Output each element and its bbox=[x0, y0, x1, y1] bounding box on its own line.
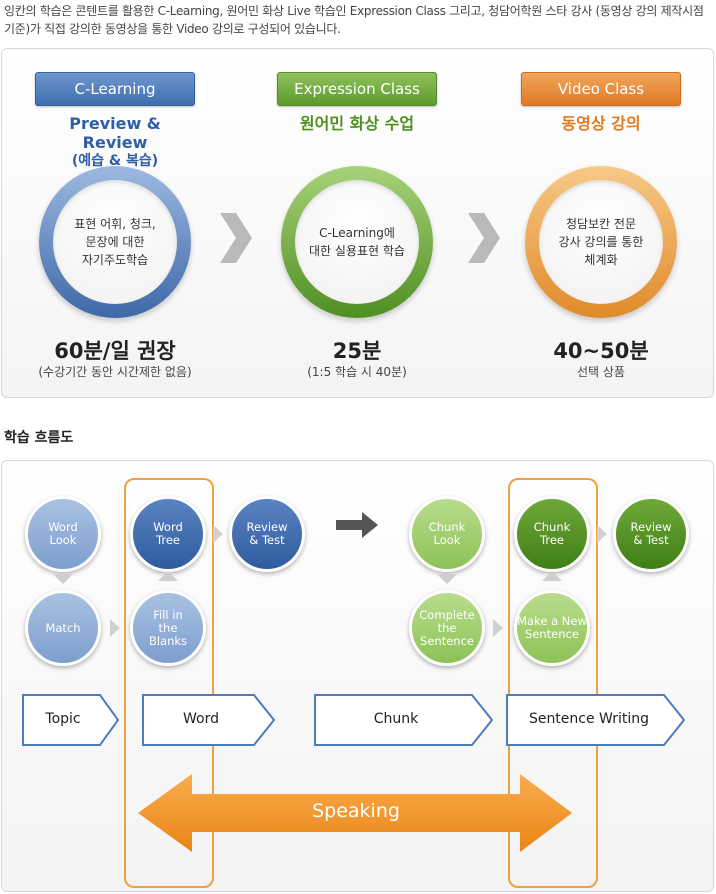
complete-sentence-label: Complete the Sentence bbox=[419, 607, 475, 648]
make-sentence-circle: Make a New Sentence bbox=[514, 590, 590, 666]
chevron-right-icon bbox=[220, 213, 252, 263]
review-test-circle-2: Review & Test bbox=[613, 496, 689, 572]
complete-sentence-circle: Complete the Sentence bbox=[409, 590, 485, 666]
video-ring-line: 청담보칸 전문 bbox=[565, 217, 637, 231]
c-learning-ring-text: 표현 어휘, 청크, 문장에 대한 자기주도학습 bbox=[53, 180, 177, 304]
video-class-note: 선택 상품 bbox=[577, 365, 625, 379]
stage-chunk-label: Chunk bbox=[373, 711, 419, 727]
column-expression-class: Expression Class 원어민 화상 수업 bbox=[277, 72, 437, 133]
arrow-down-icon bbox=[437, 574, 457, 584]
expression-class-subtitle: 원어민 화상 수업 bbox=[299, 114, 415, 133]
column-video-class: Video Class 동영상 강의 bbox=[521, 72, 681, 133]
review-test-label: Review & Test bbox=[630, 520, 672, 547]
c-learning-note: (수강기간 동안 시간제한 없음) bbox=[38, 365, 192, 379]
c-learning-subtitle-line1: Preview & Review bbox=[69, 114, 161, 152]
chunk-frame bbox=[508, 478, 598, 888]
chunk-look-label: Chunk Look bbox=[428, 520, 466, 547]
video-ring-line: 강사 강의를 통한 bbox=[558, 235, 644, 249]
column-c-learning: C-Learning Preview & Review (예습 & 복습) bbox=[35, 72, 195, 171]
chunk-tree-circle: Chunk Tree bbox=[514, 496, 590, 572]
arrow-right-icon bbox=[597, 525, 607, 543]
word-tree-circle: Word Tree bbox=[130, 496, 206, 572]
expression-class-tag: Expression Class bbox=[277, 72, 437, 106]
match-circle: Match bbox=[25, 590, 101, 666]
arrow-right-icon bbox=[336, 512, 378, 538]
section-title: 학습 흐름도 bbox=[4, 430, 74, 446]
c-learning-subtitle-line2: (예습 & 복습) bbox=[71, 153, 159, 169]
match-label: Match bbox=[45, 620, 81, 635]
speaking-double-arrow bbox=[138, 774, 572, 852]
chunk-look-circle: Chunk Look bbox=[409, 496, 485, 572]
stage-topic-label: Topic bbox=[45, 711, 81, 727]
chunk-tree-label: Chunk Tree bbox=[533, 520, 571, 547]
fill-blanks-label: Fill in the Blanks bbox=[148, 607, 188, 648]
word-look-circle: Word Look bbox=[25, 496, 101, 572]
expression-ring-line: 대한 실용표현 학습 bbox=[309, 244, 405, 258]
stage-word-shape bbox=[142, 694, 276, 746]
expression-class-ring-text: C-Learning에 대한 실용표현 학습 bbox=[295, 180, 419, 304]
word-look-label: Word Look bbox=[48, 520, 78, 547]
c-learning-ring-line: 문장에 대한 bbox=[85, 235, 145, 249]
fill-blanks-circle: Fill in the Blanks bbox=[130, 590, 206, 666]
expression-ring-line: C-Learning에 bbox=[319, 226, 395, 240]
stage-sentence-writing-label: Sentence Writing bbox=[528, 711, 650, 727]
expression-class-ring: C-Learning에 대한 실용표현 학습 bbox=[281, 166, 433, 318]
arrow-down-icon bbox=[53, 574, 73, 584]
speaking-label: Speaking bbox=[312, 800, 400, 822]
c-learning-time: 60분/일 권장 bbox=[54, 339, 176, 363]
video-class-subtitle: 동영상 강의 bbox=[561, 114, 641, 133]
c-learning-subtitle: Preview & Review (예습 & 복습) bbox=[35, 114, 195, 171]
arrow-right-icon bbox=[110, 619, 120, 637]
c-learning-ring-line: 자기주도학습 bbox=[81, 253, 149, 267]
word-tree-label: Word Tree bbox=[153, 520, 183, 547]
arrow-right-icon bbox=[213, 525, 223, 543]
expression-class-time: 25분 bbox=[332, 339, 382, 363]
video-ring-line: 체계화 bbox=[584, 253, 618, 267]
video-class-ring-text: 청담보칸 전문 강사 강의를 통한 체계화 bbox=[539, 180, 663, 304]
make-sentence-label: Make a New Sentence bbox=[517, 614, 587, 641]
stage-sentence-writing-shape bbox=[506, 694, 686, 746]
review-test-circle-1: Review & Test bbox=[229, 496, 305, 572]
c-learning-tag: C-Learning bbox=[35, 72, 195, 106]
video-class-time: 40~50분 bbox=[553, 339, 649, 363]
expression-class-note: (1:5 학습 시 40분) bbox=[307, 365, 407, 379]
stage-chunk-shape bbox=[314, 694, 494, 746]
video-class-ring: 청담보칸 전문 강사 강의를 통한 체계화 bbox=[525, 166, 677, 318]
word-frame bbox=[124, 478, 214, 888]
arrow-up-icon bbox=[158, 571, 178, 581]
video-class-tag: Video Class bbox=[521, 72, 681, 106]
stage-topic-shape bbox=[22, 694, 120, 746]
stage-word-label: Word bbox=[183, 711, 219, 727]
chevron-right-icon bbox=[468, 213, 500, 263]
c-learning-ring-line: 표현 어휘, 청크, bbox=[74, 217, 156, 231]
c-learning-ring: 표현 어휘, 청크, 문장에 대한 자기주도학습 bbox=[39, 166, 191, 318]
intro-text: 잉칸의 학습은 콘텐트를 활용한 C-Learning, 원어민 화상 Live… bbox=[4, 4, 704, 36]
arrow-up-icon bbox=[542, 571, 562, 581]
arrow-right-icon bbox=[493, 619, 503, 637]
review-test-label: Review & Test bbox=[246, 520, 288, 547]
